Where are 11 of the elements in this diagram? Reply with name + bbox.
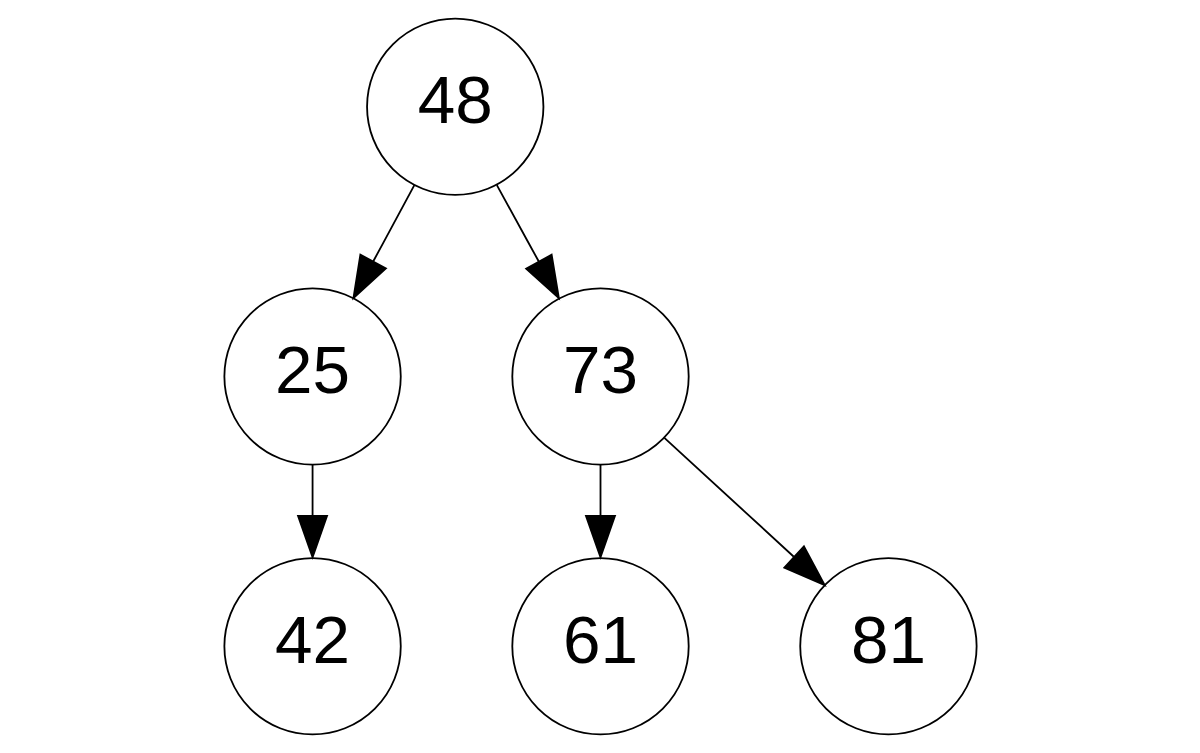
arrow (663, 436, 827, 587)
arrow (351, 184, 415, 301)
node-circle: 73 (510, 287, 690, 466)
node-circle: 42 (222, 557, 402, 736)
node-circle: 25 (222, 287, 402, 466)
arrow (296, 464, 328, 561)
node-circle: 48 (365, 17, 544, 196)
arrow (584, 464, 616, 561)
arrow (495, 184, 560, 301)
node-circle: 61 (510, 557, 690, 736)
node-circle: 81 (798, 557, 978, 736)
